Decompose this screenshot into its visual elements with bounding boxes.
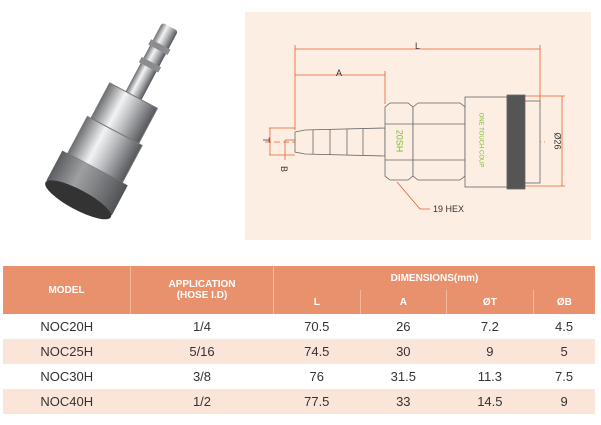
hex-size-label: 19 HEX xyxy=(433,204,465,214)
header-B: ØB xyxy=(532,290,595,314)
header-application: APPLICATION (HOSE I.D) xyxy=(130,266,274,314)
header-application-label: APPLICATION xyxy=(168,279,236,290)
cell-A: 33 xyxy=(360,389,447,414)
cell-app: 1/2 xyxy=(130,389,274,414)
header-dimensions: DIMENSIONS(mm) xyxy=(273,266,595,290)
header-T: ØT xyxy=(446,290,534,314)
diameter-label: Ø26 xyxy=(552,132,563,150)
cell-model: NOC20H xyxy=(40,319,94,334)
cell-T: 9 xyxy=(446,339,534,364)
cell-B: 5 xyxy=(533,339,595,364)
cell-app: 5/16 xyxy=(130,339,274,364)
cell-app: 1/4 xyxy=(192,319,212,334)
dim-B-label: B xyxy=(279,165,290,173)
product-photo xyxy=(0,0,240,245)
header-application-sub: (HOSE I.D) xyxy=(176,290,228,301)
cell-A: 26 xyxy=(396,319,411,334)
header-model: MODEL xyxy=(3,266,131,314)
cell-model: NOC25H xyxy=(3,339,131,364)
header-A: A xyxy=(359,290,447,314)
dim-A-label: A xyxy=(336,68,343,78)
cell-A: 30 xyxy=(360,339,447,364)
cell-B: 7.5 xyxy=(555,369,574,384)
cell-T: 11.3 xyxy=(477,369,503,384)
dim-L-label: L xyxy=(415,41,421,51)
cell-L: 77.5 xyxy=(273,389,361,414)
spec-table: MODEL APPLICATION (HOSE I.D) DIMENSIONS(… xyxy=(3,266,595,414)
cell-B: 4.5 xyxy=(555,319,574,334)
body-marking-brand: ONE TOUCH COUP xyxy=(477,112,484,168)
cell-L: 76 xyxy=(309,369,324,384)
body-marking-model: 20SH xyxy=(394,129,405,153)
cell-B: 9 xyxy=(533,389,595,414)
cell-A: 31.5 xyxy=(390,369,416,384)
cell-L: 70.5 xyxy=(304,319,330,334)
cell-app: 3/8 xyxy=(192,369,212,384)
table-row: NOC20H 1/4 70.5 26 7.2 4.5 xyxy=(3,314,595,339)
table-row: NOC30H 3/8 76 31.5 11.3 7.5 xyxy=(3,364,595,389)
dimension-diagram: L A T B 19 HEX Ø26 20SH ONE TOUCH COUP xyxy=(245,12,591,240)
cell-L: 74.5 xyxy=(273,339,361,364)
cell-model: NOC30H xyxy=(40,369,94,384)
header-L: L xyxy=(273,290,361,314)
cell-model: NOC40H xyxy=(3,389,131,414)
dim-T-label: T xyxy=(260,137,271,143)
cell-T: 14.5 xyxy=(446,389,534,414)
cell-T: 7.2 xyxy=(480,319,499,334)
